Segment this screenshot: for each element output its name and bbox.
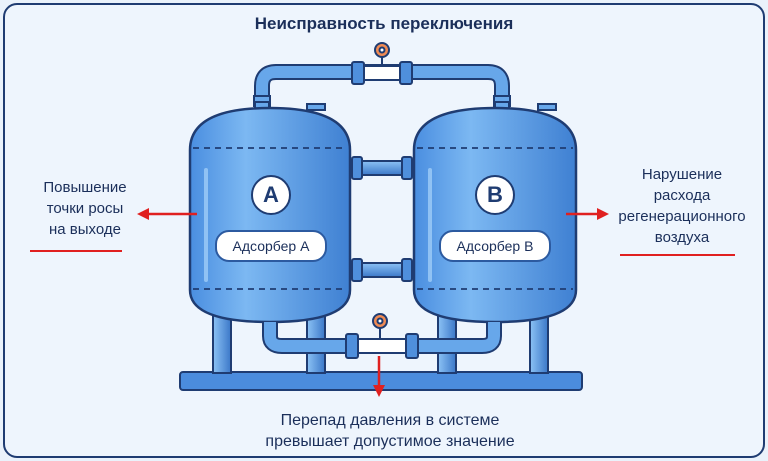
bottom-fault-arrow — [373, 356, 385, 397]
right-fault-line: расхода — [653, 187, 711, 204]
top-valve-icon — [351, 42, 413, 85]
right-fault-line: воздуха — [654, 229, 710, 246]
adsorber-b-badge: B — [475, 175, 515, 215]
adsorber-a-label: Адсорбер A — [215, 230, 327, 262]
adsorber-b-label: Адсорбер B — [439, 230, 551, 262]
left-fault-arrow — [137, 208, 197, 220]
adsorber-a-badge: A — [251, 175, 291, 215]
bottom-fault-line: Перепад давления в системе — [280, 412, 500, 429]
bottom-fault-line: превышает допустимое значение — [265, 433, 515, 450]
bottom-fault-text: Перепад давления в системе превышает доп… — [160, 410, 620, 452]
tank-b — [412, 106, 578, 324]
left-fault-line: точки росы — [46, 200, 124, 217]
right-fault-line: Нарушение — [641, 166, 723, 183]
left-fault-line: Повышение — [43, 179, 127, 196]
left-fault-line: на выходе — [49, 221, 121, 238]
right-fault-line: регенерационного — [618, 208, 746, 225]
connector-pipe-upper — [349, 156, 415, 180]
right-fault-arrow — [566, 208, 609, 220]
connector-pipe-lower — [349, 258, 415, 282]
right-fault-text: Нарушение расхода регенерационного возду… — [612, 164, 752, 248]
bottom-valve-icon — [345, 313, 419, 359]
tank-a — [188, 106, 352, 324]
page-title: Неисправность переключения — [254, 14, 514, 33]
left-fault-text: Повышение точки росы на выходе — [20, 177, 150, 240]
